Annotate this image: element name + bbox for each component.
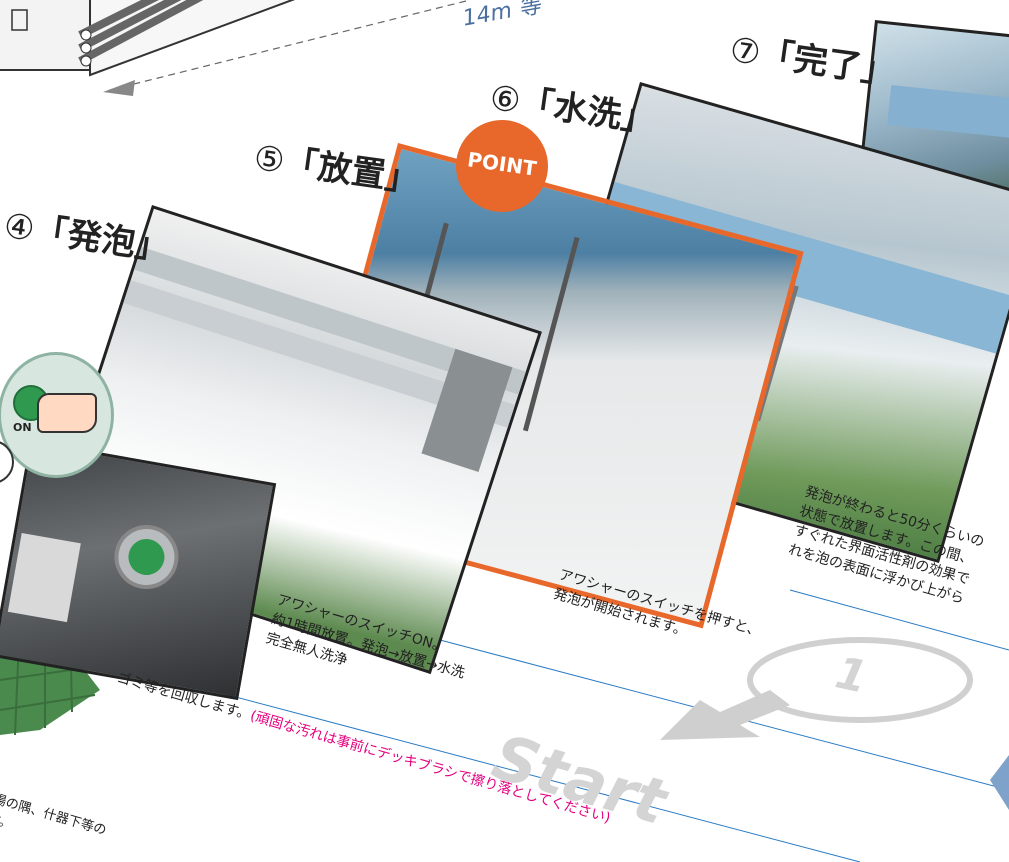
start-arrow (660, 690, 790, 740)
floor-line (789, 589, 1009, 651)
corner-mark (990, 755, 1009, 810)
photo-switch (0, 440, 277, 701)
on-button-illustration: ON (0, 352, 114, 478)
start-ring (747, 637, 973, 723)
point-text: POINT (465, 147, 539, 181)
hand-icon (37, 393, 97, 433)
dimension-line (109, 0, 471, 91)
point-badge: POINT (456, 120, 548, 212)
machine-sketch (0, 0, 296, 77)
dimension-arrow (103, 80, 135, 96)
on-label: ON (13, 421, 32, 434)
